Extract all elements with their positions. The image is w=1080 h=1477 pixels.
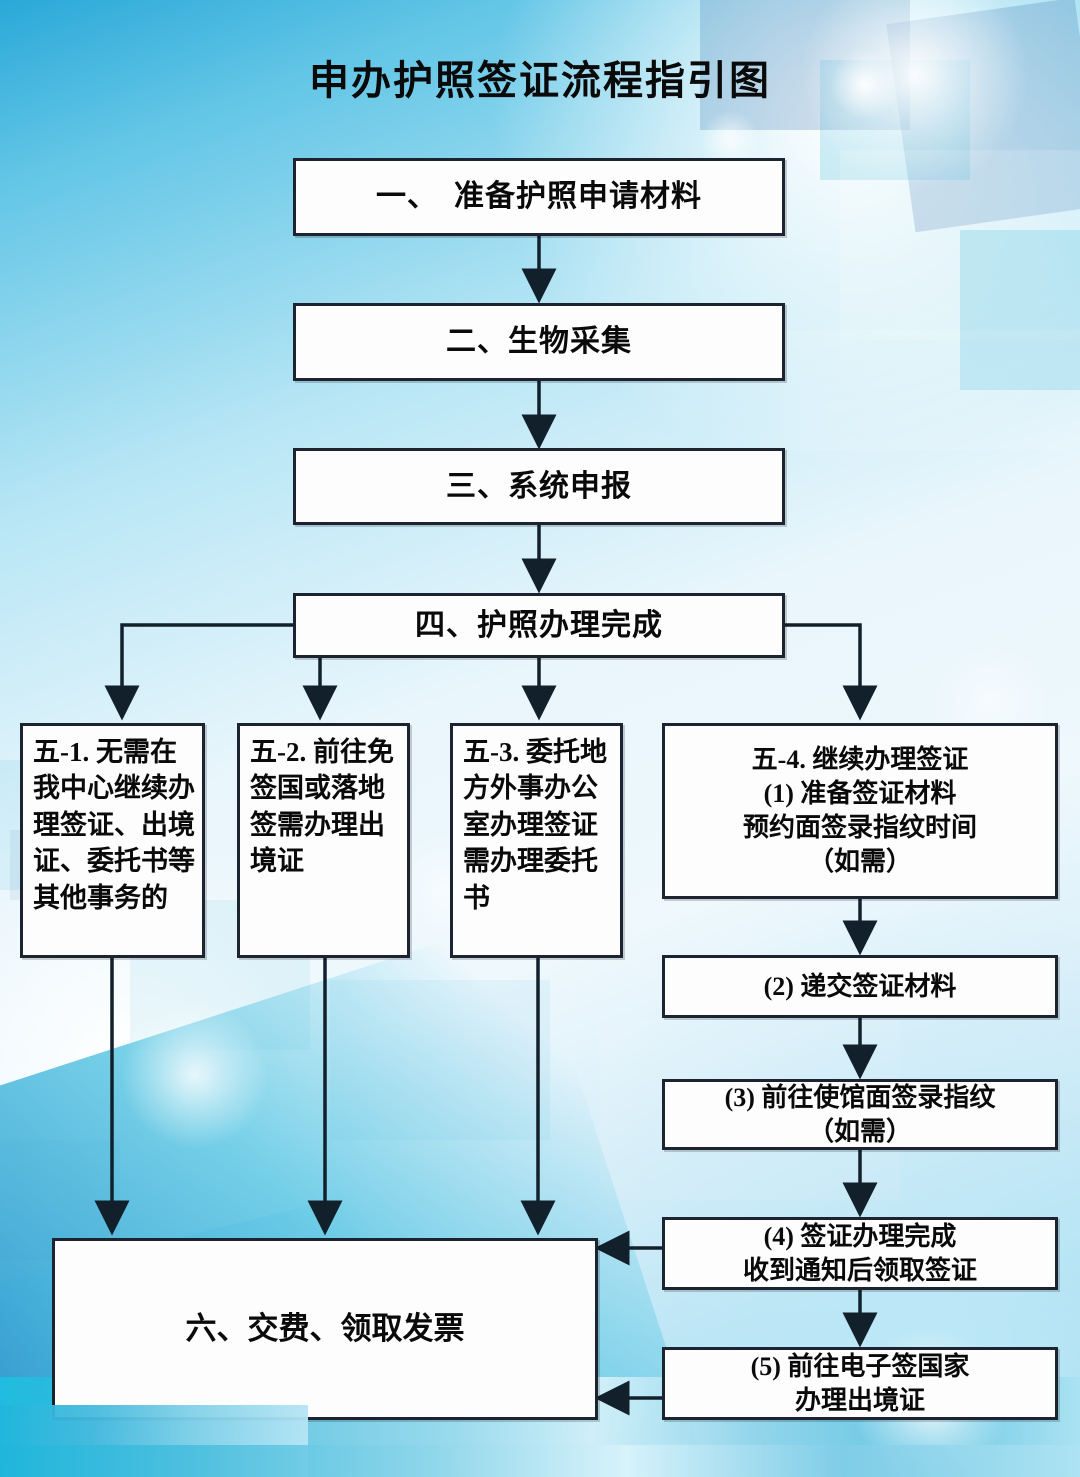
background-plate: [960, 230, 1080, 390]
node-step-5-1[interactable]: 五-1. 无需在我中心继续办理签证、出境证、委托书等其他事务的: [20, 723, 205, 958]
node-step-5-4[interactable]: 五-4. 继续办理签证 (1) 准备签证材料 预约面签录指纹时间 （如需）: [662, 723, 1058, 899]
node-step-5-3-label: 五-3. 委托地方外事办公室办理签证需办理委托书: [463, 737, 607, 913]
node-step-5-4-item-2-label: (2) 递交签证材料: [763, 971, 957, 1001]
node-step-2[interactable]: 二、生物采集: [293, 303, 785, 381]
node-step-5-4-item-2[interactable]: (2) 递交签证材料: [662, 955, 1058, 1018]
node-step-5-4-item-5[interactable]: (5) 前往电子签国家 办理出境证: [662, 1347, 1058, 1420]
node-step-5-2[interactable]: 五-2. 前往免签国或落地签需办理出境证: [237, 723, 410, 958]
background-bottom-strip: [0, 1445, 1080, 1477]
node-step-1[interactable]: 一、 准备护照申请材料: [293, 158, 785, 236]
node-step-5-4-item-4-label: (4) 签证办理完成 收到通知后领取签证: [742, 1221, 977, 1285]
page-title: 申办护照签证流程指引图: [309, 59, 771, 103]
node-step-5-4-item-3-label: (3) 前往使馆面签录指纹 （如需）: [724, 1082, 996, 1146]
node-step-5-4-item-4[interactable]: (4) 签证办理完成 收到通知后领取签证: [662, 1217, 1058, 1290]
node-step-1-label: 一、 准备护照申请材料: [376, 180, 702, 214]
node-step-5-4-label: 五-4. 继续办理签证 (1) 准备签证材料 预约面签录指纹时间 （如需）: [742, 745, 977, 876]
node-step-5-2-label: 五-2. 前往免签国或落地签需办理出境证: [250, 737, 394, 877]
node-step-3-label: 三、系统申报: [446, 469, 632, 503]
connector-step4-step5-4: [785, 623, 878, 721]
node-step-2-label: 二、生物采集: [446, 325, 632, 359]
node-step-5-1-label: 五-1. 无需在我中心继续办理签证、出境证、委托书等其他事务的: [33, 737, 195, 913]
light-flare: [830, 50, 900, 120]
node-step-4[interactable]: 四、护照办理完成: [293, 593, 785, 658]
node-step-5-4-item-3[interactable]: (3) 前往使馆面签录指纹 （如需）: [662, 1079, 1058, 1150]
node-step-6[interactable]: 六、交费、领取发票: [52, 1238, 598, 1420]
light-flare: [120, 1000, 270, 1150]
node-step-3[interactable]: 三、系统申报: [293, 448, 785, 525]
node-step-5-4-item-5-label: (5) 前往电子签国家 办理出境证: [750, 1351, 970, 1415]
background-plate: [780, 330, 1080, 450]
connector-step4-step5-1: [104, 623, 293, 721]
node-step-6-label: 六、交费、领取发票: [185, 1310, 465, 1346]
node-step-5-3[interactable]: 五-3. 委托地方外事办公室办理签证需办理委托书: [450, 723, 623, 958]
node-step-4-label: 四、护照办理完成: [415, 608, 663, 642]
